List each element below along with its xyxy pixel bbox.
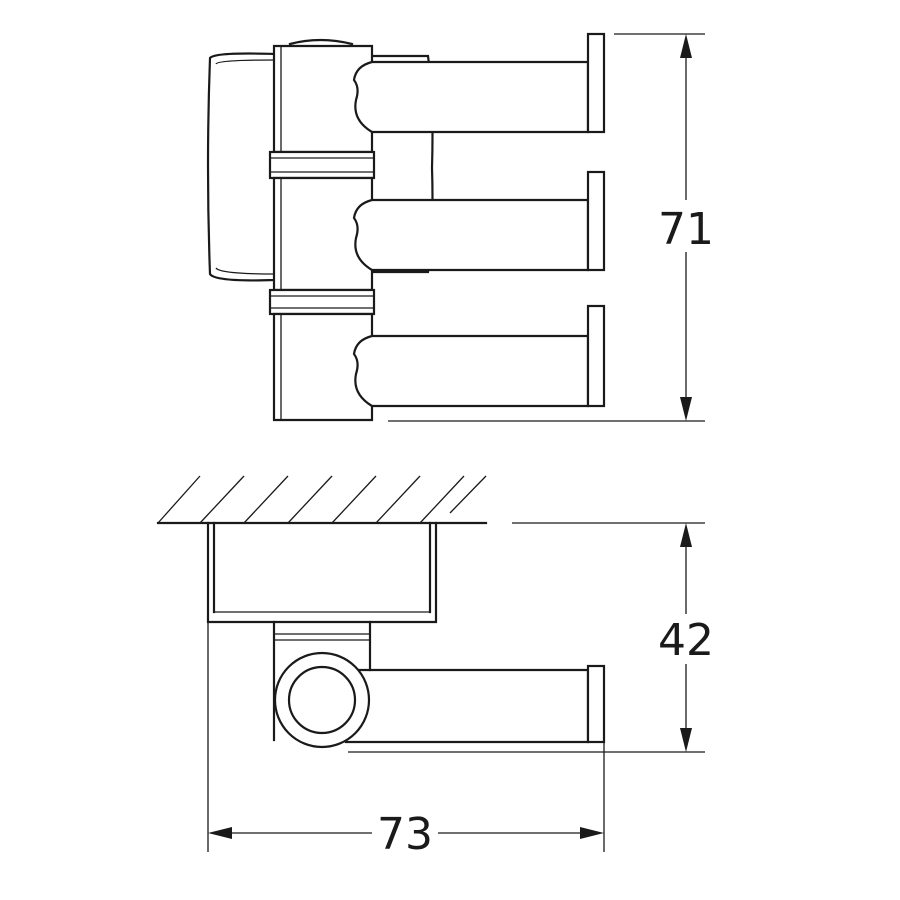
front-hook-arm-1 (352, 32, 606, 134)
front-ring-2 (268, 288, 376, 316)
dimension-label-71: 71 (658, 204, 714, 255)
dimension-label-42: 42 (658, 615, 714, 666)
front-mounting-plate (206, 52, 277, 282)
front-hook-arm-2 (352, 170, 606, 272)
dimension-height-front: 71 (388, 33, 714, 422)
side-view: 42 73 (156, 475, 714, 860)
side-pivot-body (272, 620, 372, 742)
dimension-height-side: 42 (348, 522, 714, 753)
side-base-plate (206, 521, 438, 624)
dimension-label-73: 73 (377, 809, 433, 860)
front-view: 71 (206, 32, 714, 422)
side-pivot-circle (273, 651, 371, 749)
side-hook-arm (344, 664, 606, 744)
wall-hatching (156, 475, 488, 525)
front-top-cap (288, 38, 354, 46)
front-pivot-segment-3 (272, 312, 374, 422)
front-hook-arm-3 (352, 304, 606, 408)
dimension-width: 73 (207, 622, 605, 860)
front-ring-1 (268, 150, 376, 180)
